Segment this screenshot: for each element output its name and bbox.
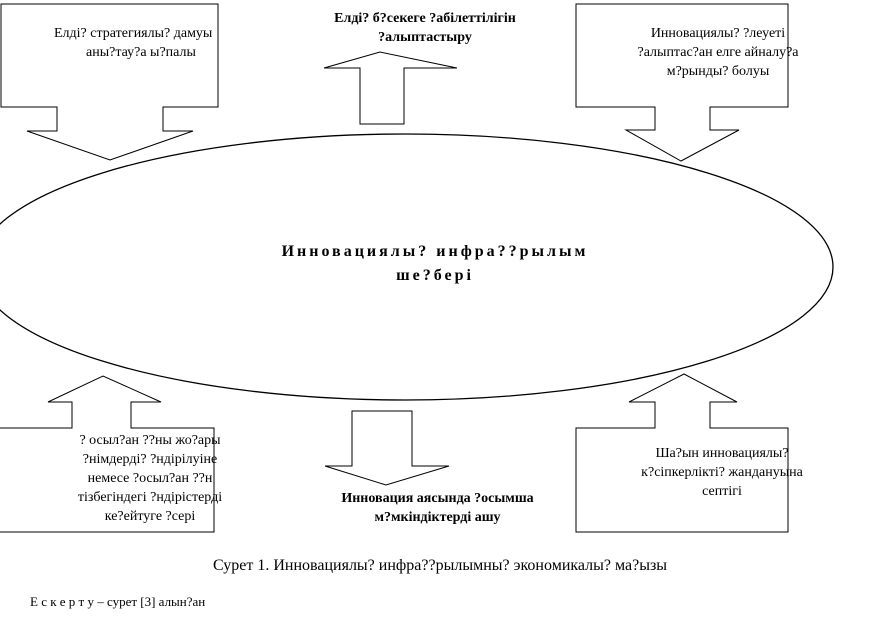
bottom-center-line1: Инновация аясында ?осымша: [341, 491, 534, 506]
top-center-line1: Елді? б?секеге ?абілеттілігін: [334, 11, 516, 26]
source-note: Е с к е р т у – сурет [3] алын?ан: [30, 594, 206, 609]
bottom-center-line2: м?мкіндіктерді ашу: [374, 510, 501, 525]
bottom-center-down-arrow: [324, 410, 450, 486]
bottom-left-line1: ? осыл?ан ??ны жо?ары: [79, 433, 221, 448]
bottom-right-line1: Ша?ын инновациялы?: [655, 446, 789, 461]
top-right-line1: Инновациялы? ?леуеті: [650, 26, 786, 41]
top-right-box-arrow: [575, 3, 789, 162]
center-label-line2: ше?бері: [396, 267, 474, 284]
top-right-line2: ?алыптас?ан елге айналу?а: [637, 45, 799, 60]
bottom-right-box-arrow: [575, 373, 789, 533]
center-label: Инновациялы? инфра??рылым ше?бері: [205, 240, 665, 288]
top-right-box-label: Инновациялы? ?леуеті ?алыптас?ан елге ай…: [608, 24, 828, 81]
top-center-line2: ?алыптастыру: [378, 30, 472, 45]
top-left-box-label: Елді? стратегиялы? дамуы аны?тау?а ы?пал…: [8, 24, 248, 62]
center-label-line1: Инновациялы? инфра??рылым: [281, 243, 589, 260]
bottom-left-line2: ?німдерді? ?ндірілуіне: [82, 452, 218, 467]
bottom-right-box-label: Ша?ын инновациялы? к?сіпкерлікті? жандан…: [612, 444, 832, 501]
bottom-left-line4: тізбегіндегі ?ндірістерді: [77, 490, 223, 505]
figure-caption: Сурет 1. Инновациялы? инфра??рылымны? эк…: [212, 557, 668, 574]
bottom-left-line5: ке?ейтуге ?сері: [104, 509, 196, 524]
bottom-left-line3: немесе ?осыл?ан ??н: [87, 471, 213, 486]
top-right-line3: м?рынды? болуы: [666, 64, 770, 79]
bottom-left-box-label: ? осыл?ан ??ны жо?ары ?німдерді? ?ндіріл…: [40, 431, 260, 526]
bottom-center-label: Инновация аясында ?осымша м?мкіндіктерді…: [310, 489, 565, 527]
top-center-label: Елді? б?секеге ?абілеттілігін ?алыптасты…: [300, 9, 550, 47]
bottom-right-line2: к?сіпкерлікті? жандануына: [641, 465, 803, 480]
top-left-line1: Елді? стратегиялы? дамуы: [54, 26, 213, 41]
center-ellipse: [0, 133, 834, 401]
top-center-up-arrow: [323, 51, 458, 125]
bottom-right-line3: септігі: [702, 484, 742, 499]
top-left-box-arrow: [0, 3, 219, 161]
bottom-left-box-arrow: [0, 375, 215, 533]
top-left-line2: аны?тау?а ы?палы: [86, 45, 196, 60]
